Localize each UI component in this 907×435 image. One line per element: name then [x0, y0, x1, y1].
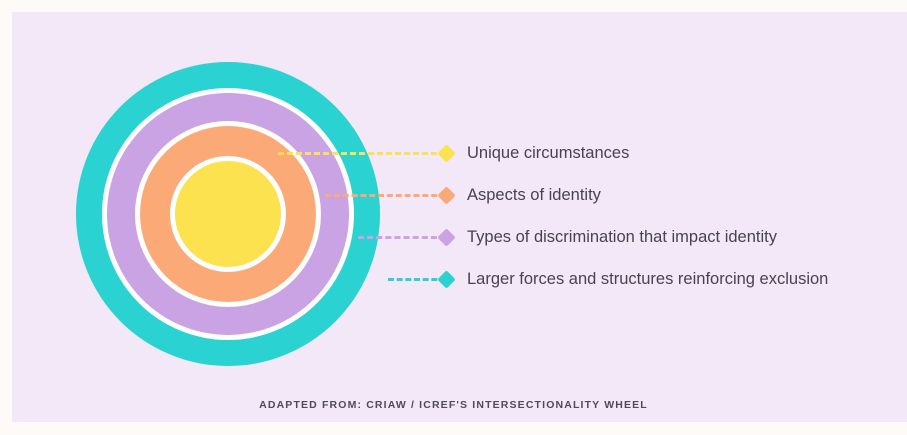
legend-label-inner: Aspects of identity	[467, 185, 601, 204]
leader-line-inner	[325, 194, 446, 197]
ring-core	[175, 161, 281, 267]
figure-caption: ADAPTED FROM: CRIAW / ICREF'S INTERSECTI…	[259, 399, 648, 411]
legend-label-middle: Types of discrimination that impact iden…	[467, 227, 777, 246]
legend-label-outer: Larger forces and structures reinforcing…	[467, 269, 829, 288]
leader-line-outer	[388, 278, 446, 281]
legend-item-middle[interactable]: Types of discrimination that impact iden…	[437, 226, 777, 248]
diamond-marker-icon	[437, 143, 456, 163]
concentric-ring-diagram	[76, 62, 380, 366]
leader-line-core	[278, 152, 446, 155]
diamond-marker-icon	[437, 269, 456, 289]
leader-line-middle	[358, 236, 446, 239]
legend-item-core[interactable]: Unique circumstances	[437, 142, 630, 164]
legend-item-inner[interactable]: Aspects of identity	[437, 184, 601, 206]
legend-label-core: Unique circumstances	[467, 143, 630, 162]
legend-item-outer[interactable]: Larger forces and structures reinforcing…	[437, 268, 829, 290]
diamond-marker-icon	[437, 185, 456, 205]
diamond-marker-icon	[437, 227, 456, 247]
